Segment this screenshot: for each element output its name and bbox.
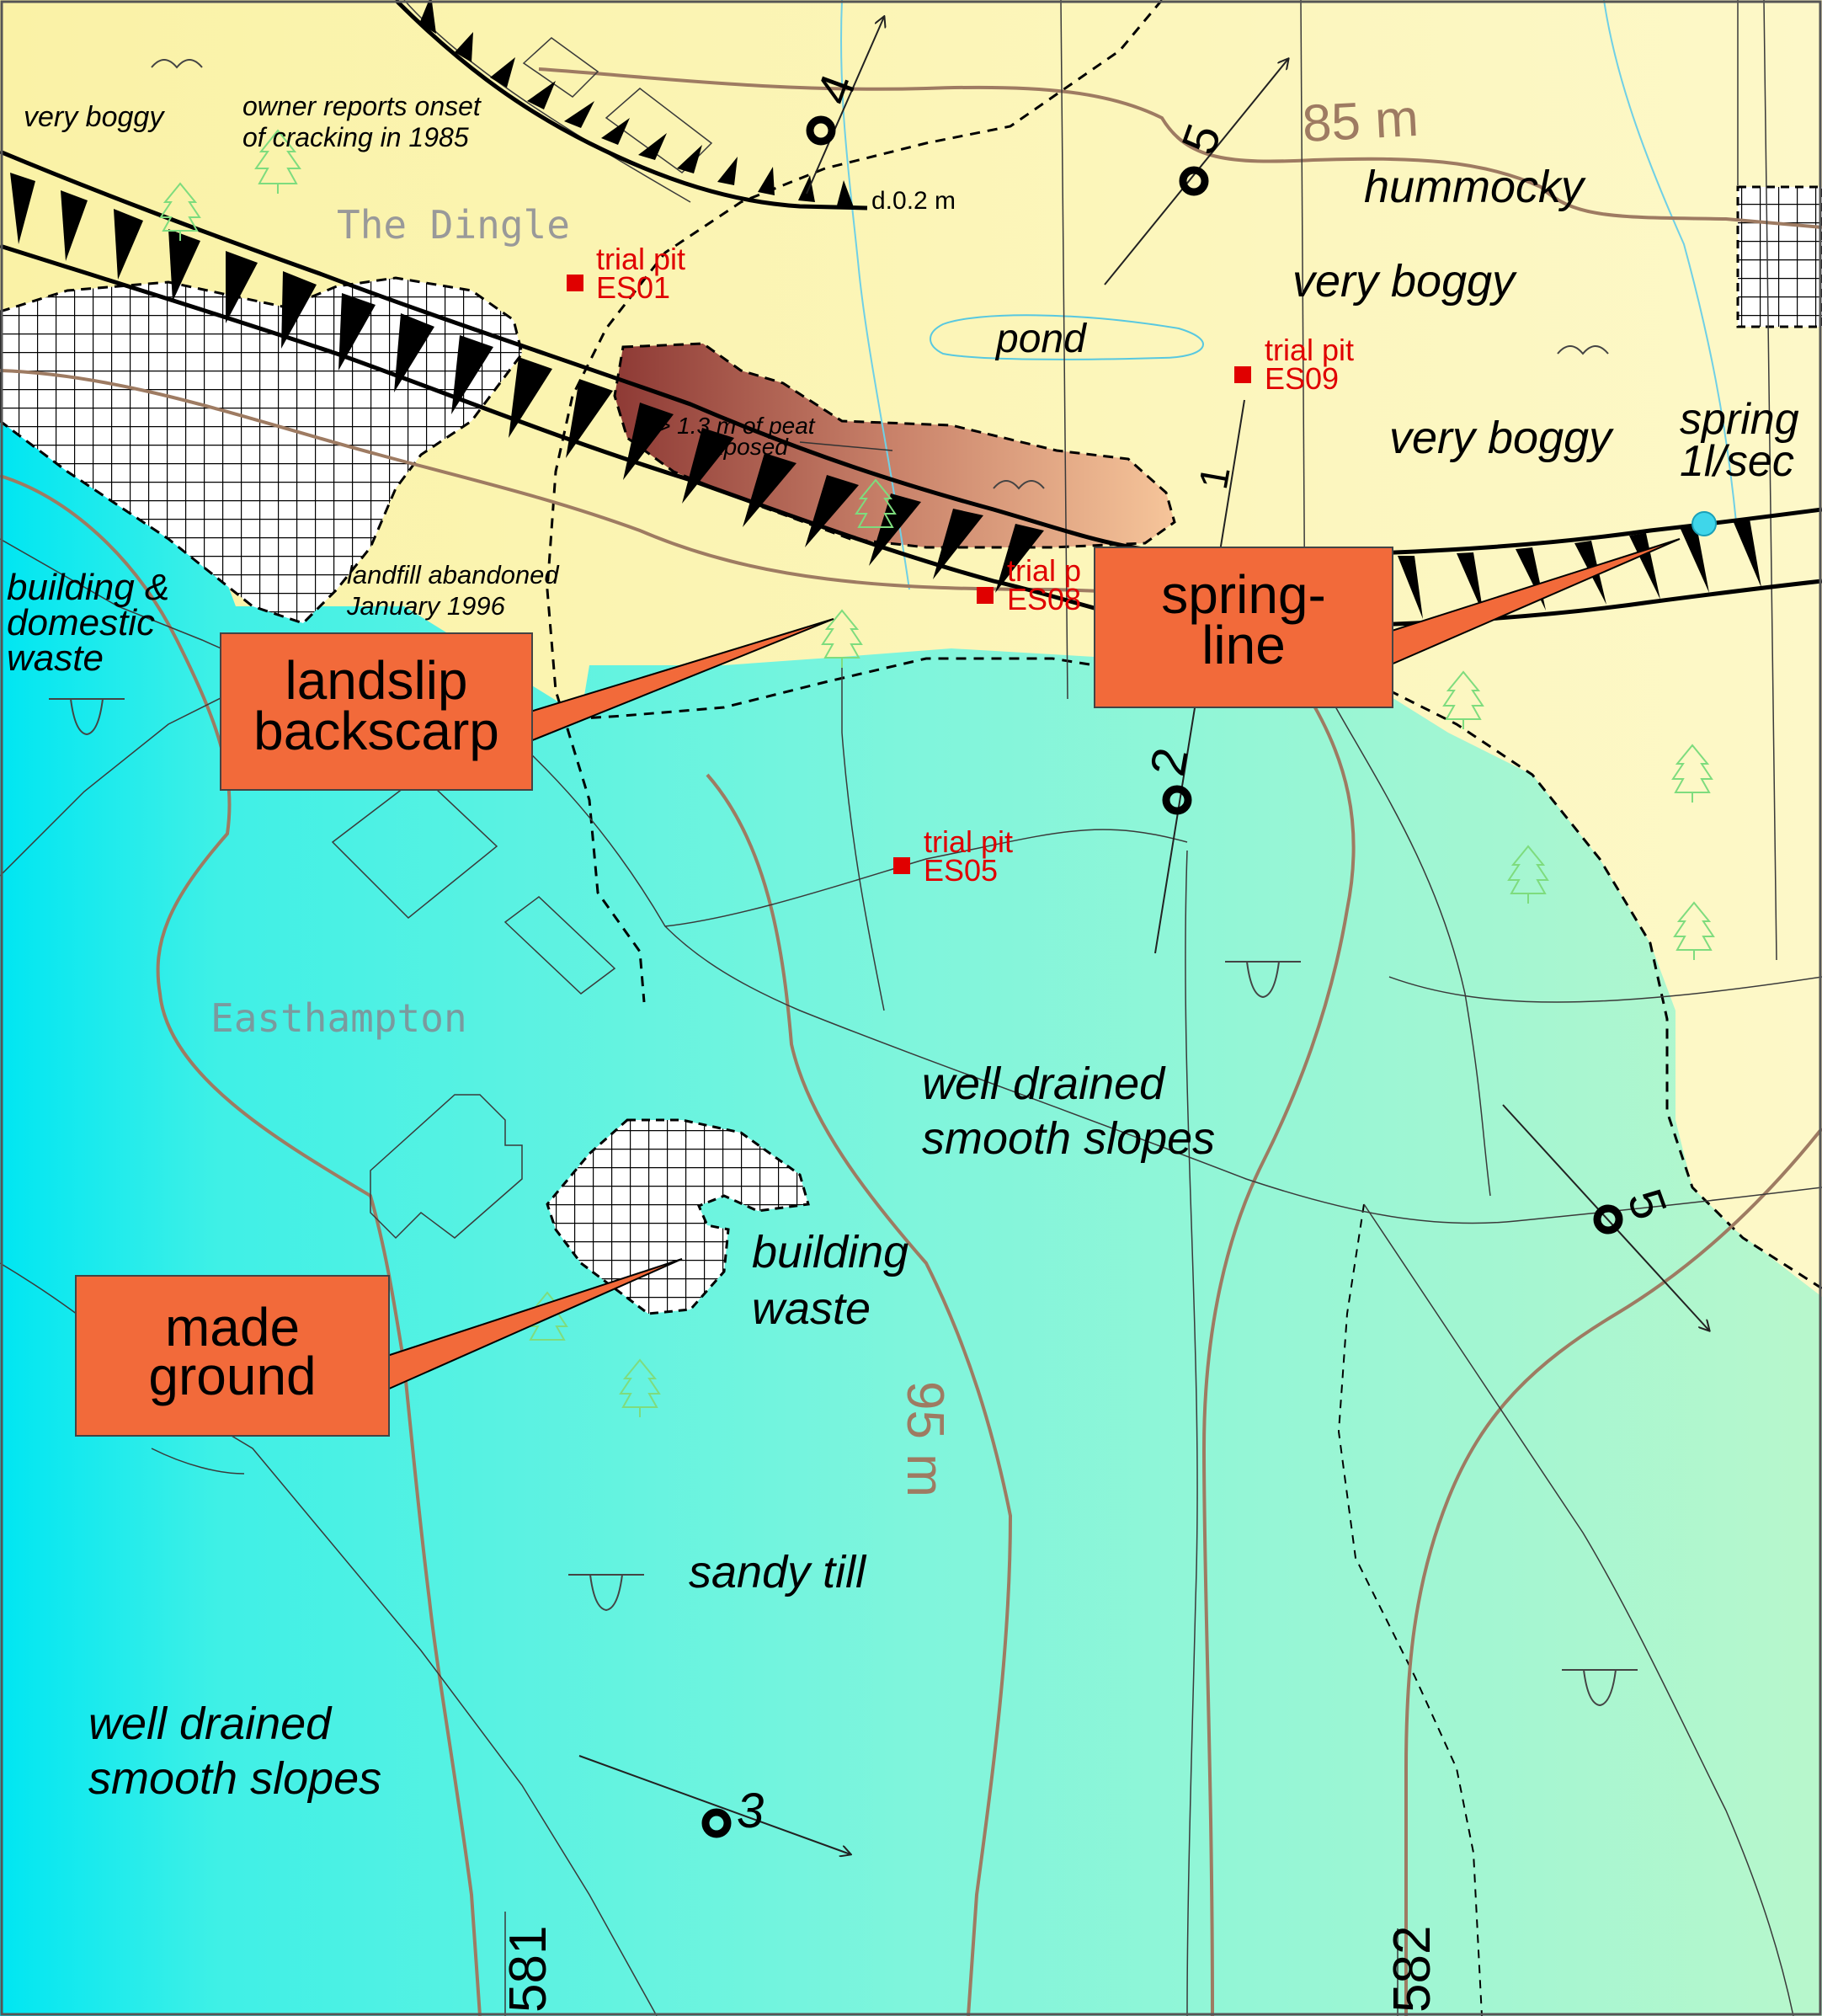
stream-northeast [1603,0,1737,523]
label-pond: pond [994,317,1087,361]
label-spring-2: 1l/sec [1680,437,1794,486]
place-name-easthampton: Easthampton [210,995,467,1041]
tree-symbols [159,129,1715,1417]
grid-ref-582: 582 [1383,1926,1441,2013]
label-building-waste-2: waste [752,1283,871,1334]
svg-text:spring-: spring- [1161,564,1326,625]
marsh-symbols [151,59,1609,490]
peat-leader-line [799,441,893,451]
grid-ref-581: 581 [499,1926,557,2013]
label-well-drained-low-1: well drained [88,1699,333,1749]
trial-pit-markers [567,275,1251,874]
pond [930,314,1204,360]
contour-85m [538,67,1822,229]
svg-text:backscarp: backscarp [253,701,499,761]
label-well-drained-low-2: smooth slopes [88,1753,381,1804]
landslip-backscarp-main [0,149,1222,630]
trial-pit-label-es09-line1: trial pit [1265,333,1354,367]
contour-100m [1201,689,1356,2016]
sandy-till-area [0,421,1822,2016]
place-name-dingle: The Dingle [337,202,570,248]
contour-95m-east [706,773,1013,2016]
stream-north [840,0,910,590]
label-peat-1: > 1.3 m of peat [657,413,816,439]
trial-pit-label-es09-id: ES09 [1265,361,1339,396]
svg-text:landslip: landslip [285,650,467,711]
contour-105m [1404,1127,1822,2016]
callout-made-ground: made ground [75,1258,683,1437]
contour-label-85m: 85 m [1301,89,1420,153]
spring-point [1691,511,1717,536]
label-owner-reports-1: owner reports onset [242,91,482,121]
label-landfill-2: January 1996 [346,591,506,621]
label-sandy-till: sandy till [689,1547,867,1597]
label-bdw-2: domestic [7,602,155,643]
trial-pit-label-es05-line1: trial pit [924,824,1013,859]
label-bdw-1: building & [7,567,169,608]
dip-value-3: 3 [737,1784,764,1838]
label-landfill-1: landfill abandoned [347,560,560,589]
contour-95m [0,474,482,2016]
callout-landslip-backscarp: landslip backscarp [220,618,834,791]
svg-text:line: line [1201,615,1286,675]
made-ground-northeast [1736,185,1822,328]
label-bdw-3: waste [7,637,104,679]
label-peat-2: exposed [699,434,789,460]
label-well-drained-mid-2: smooth slopes [922,1113,1215,1164]
label-building-waste-1: building [752,1227,908,1277]
label-hummocky: hummocky [1364,162,1586,212]
label-crack-displacement: d.0.2 m [871,187,956,215]
trial-pit-label-es01-id: ES01 [596,270,670,305]
label-very-boggy-1: very boggy [24,101,165,133]
label-very-boggy-2: very boggy [1292,256,1517,307]
cracking-scarp-north [394,0,868,211]
label-very-boggy-3: very boggy [1389,413,1614,463]
dip-symbols [701,115,1623,1838]
callout-spring-line: spring- line [1094,538,1681,708]
svg-text:ground: ground [148,1346,316,1406]
label-owner-reports-2: of cracking in 1985 [242,122,469,152]
made-ground-building-waste [546,1118,810,1315]
trial-pit-label-es01-line1: trial pit [596,242,685,276]
boundary-till-top [555,657,1095,722]
well-symbols [49,698,1638,1707]
trial-pit-label-es08-line1: trial p [1007,553,1081,588]
trial-pit-label-es08-id: ES08 [1007,582,1081,616]
made-ground-northwest [0,276,524,625]
label-well-drained-mid-1: well drained [922,1059,1166,1109]
label-spring-1: spring [1680,395,1799,444]
boundary-east [1388,689,1822,1290]
contour-label-95m: 95 m [896,1381,954,1497]
trial-pit-label-es05-id: ES05 [924,853,998,888]
svg-text:made: made [165,1297,300,1357]
